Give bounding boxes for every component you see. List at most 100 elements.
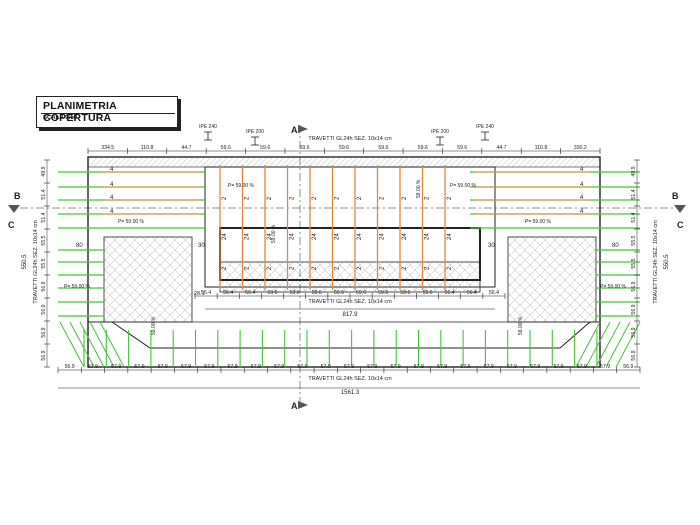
travetti-left: TRAVETTI GL24h SEZ. 10x14 cm: [33, 220, 39, 304]
dim-value: 59.6: [378, 290, 388, 296]
beam-count-label: 24: [245, 233, 251, 240]
beam-count-label: 4: [110, 167, 114, 173]
paving-right: [507, 236, 597, 323]
green-beam-fan-right: [575, 321, 601, 368]
dim-value: 56.4: [467, 290, 477, 296]
dim-value: 55.5: [41, 258, 47, 268]
beam-count-label: 4: [580, 167, 584, 173]
dim-value: 56.9: [41, 304, 47, 314]
dim-value: 59.6: [457, 145, 467, 151]
dim-value: 51.4: [631, 189, 637, 199]
dim-value: 57.9: [553, 364, 563, 370]
beam-count-label: 24: [402, 233, 408, 240]
green-beam-fan-left: [69, 321, 95, 368]
beam-count-label: 4: [580, 195, 584, 201]
svg-text:P= 59.00 %: P= 59.00 %: [228, 183, 255, 189]
ipe240-left: IPE 240: [199, 124, 217, 130]
dim-value: 56.4: [201, 290, 211, 296]
dim-value: 55.5: [41, 235, 47, 245]
top-wall-hatch: [87, 156, 601, 168]
section-mark-c-right: C: [677, 220, 684, 230]
dim-value: 57.9: [460, 364, 470, 370]
dim-value: 57.9: [321, 364, 331, 370]
height-total-left: 550.5: [22, 254, 28, 270]
dim-value: 59.6: [418, 145, 428, 151]
misc-28-1: 28.1: [194, 291, 205, 297]
beam-count-label: 24: [447, 233, 453, 240]
dim-value: 57.9: [484, 364, 494, 370]
side-80-left: 80: [76, 243, 83, 249]
dim-value: 56.4: [489, 290, 499, 296]
dim-value: 57.9: [204, 364, 214, 370]
svg-text:P= 59.00 %: P= 59.00 %: [525, 219, 552, 225]
dim-value: 57.9: [251, 364, 261, 370]
green-beam-fan-left: [59, 321, 85, 368]
beam-count-label: 2: [245, 266, 251, 270]
dim-value: 57.9: [530, 364, 540, 370]
beam-count-label: 24: [290, 233, 296, 240]
orange-beams: [104, 165, 590, 290]
dim-value: 57.9: [414, 364, 424, 370]
side-80-right: 80: [612, 243, 619, 249]
svg-text:59.00 %: 59.00 %: [271, 224, 277, 243]
dim-value: 57.9: [134, 364, 144, 370]
beam-count-label: 2: [267, 196, 273, 200]
beam-count-label: 4: [580, 209, 584, 215]
beam-count-label: 2: [335, 266, 341, 270]
ipe200-right: IPE 200: [431, 129, 449, 135]
beam-count-label: 4: [110, 182, 114, 188]
beam-count-label: 2: [425, 196, 431, 200]
svg-text:P= 59.00 %: P= 59.00 %: [64, 284, 91, 290]
dim-value: 57.9: [111, 364, 121, 370]
dim-value: 57.9: [344, 364, 354, 370]
green-beam-fan-right: [595, 321, 621, 368]
dim-value: 59.6: [400, 290, 410, 296]
beam-count-label: 2: [402, 266, 408, 270]
beam-count-label: 24: [357, 233, 363, 240]
svg-text:59.00 %: 59.00 %: [416, 179, 422, 198]
section-mark-a-top: A: [291, 125, 308, 135]
svg-text:B: B: [14, 191, 21, 201]
dim-value: 55.5: [631, 235, 637, 245]
dim-value: 44.7: [181, 145, 191, 151]
green-beam-fan-right: [585, 321, 611, 368]
dim-value: 57.9: [577, 364, 587, 370]
svg-text:P= 59.00 %: P= 59.00 %: [118, 219, 145, 225]
dim-value: 57.9: [600, 364, 610, 370]
beam-count-label: 2: [335, 196, 341, 200]
dim-value: 49.9: [631, 166, 637, 176]
beam-count-label: 2: [402, 196, 408, 200]
inner-total-dim: 817.9: [342, 312, 358, 318]
dim-value: 56.9: [41, 281, 47, 291]
section-mark-a-bottom: A: [291, 401, 308, 411]
dim-value: 57.9: [228, 364, 238, 370]
dim-value: 59.6: [260, 145, 270, 151]
dim-value: 51.4: [41, 189, 47, 199]
beam-count-label: 24: [335, 233, 341, 240]
height-total-right: 550.5: [664, 254, 670, 270]
beam-count-label: 2: [380, 196, 386, 200]
beam-count-label: 2: [357, 196, 363, 200]
section-mark-c-left: C: [8, 220, 15, 230]
svg-text:B: B: [672, 191, 679, 201]
green-beam-fan-left: [99, 321, 125, 368]
section-mark-b-right: B: [672, 191, 686, 213]
dim-value: 59.6: [378, 145, 388, 151]
dim-value: 56.9: [631, 350, 637, 360]
svg-text:C: C: [677, 220, 684, 230]
beam-count-label: 2: [290, 196, 296, 200]
green-beam-fan-left: [79, 321, 105, 368]
dim-value: 334.5: [101, 145, 114, 151]
travetti-inner: TRAVETTI GL24h SEZ. 10x14 cm: [308, 299, 392, 305]
dim-value: 51.4: [41, 212, 47, 222]
dim-value: 59.6: [221, 145, 231, 151]
beam-count-label: 2: [245, 196, 251, 200]
svg-text:A: A: [291, 401, 298, 411]
title-rule: [41, 113, 175, 114]
svg-text:P= 59.00 %: P= 59.00 %: [450, 183, 477, 189]
dim-value: 57.9: [158, 364, 168, 370]
dim-value: 59.6: [267, 290, 277, 296]
dim-value: 56.4: [445, 290, 455, 296]
beam-count-label: 24: [425, 233, 431, 240]
